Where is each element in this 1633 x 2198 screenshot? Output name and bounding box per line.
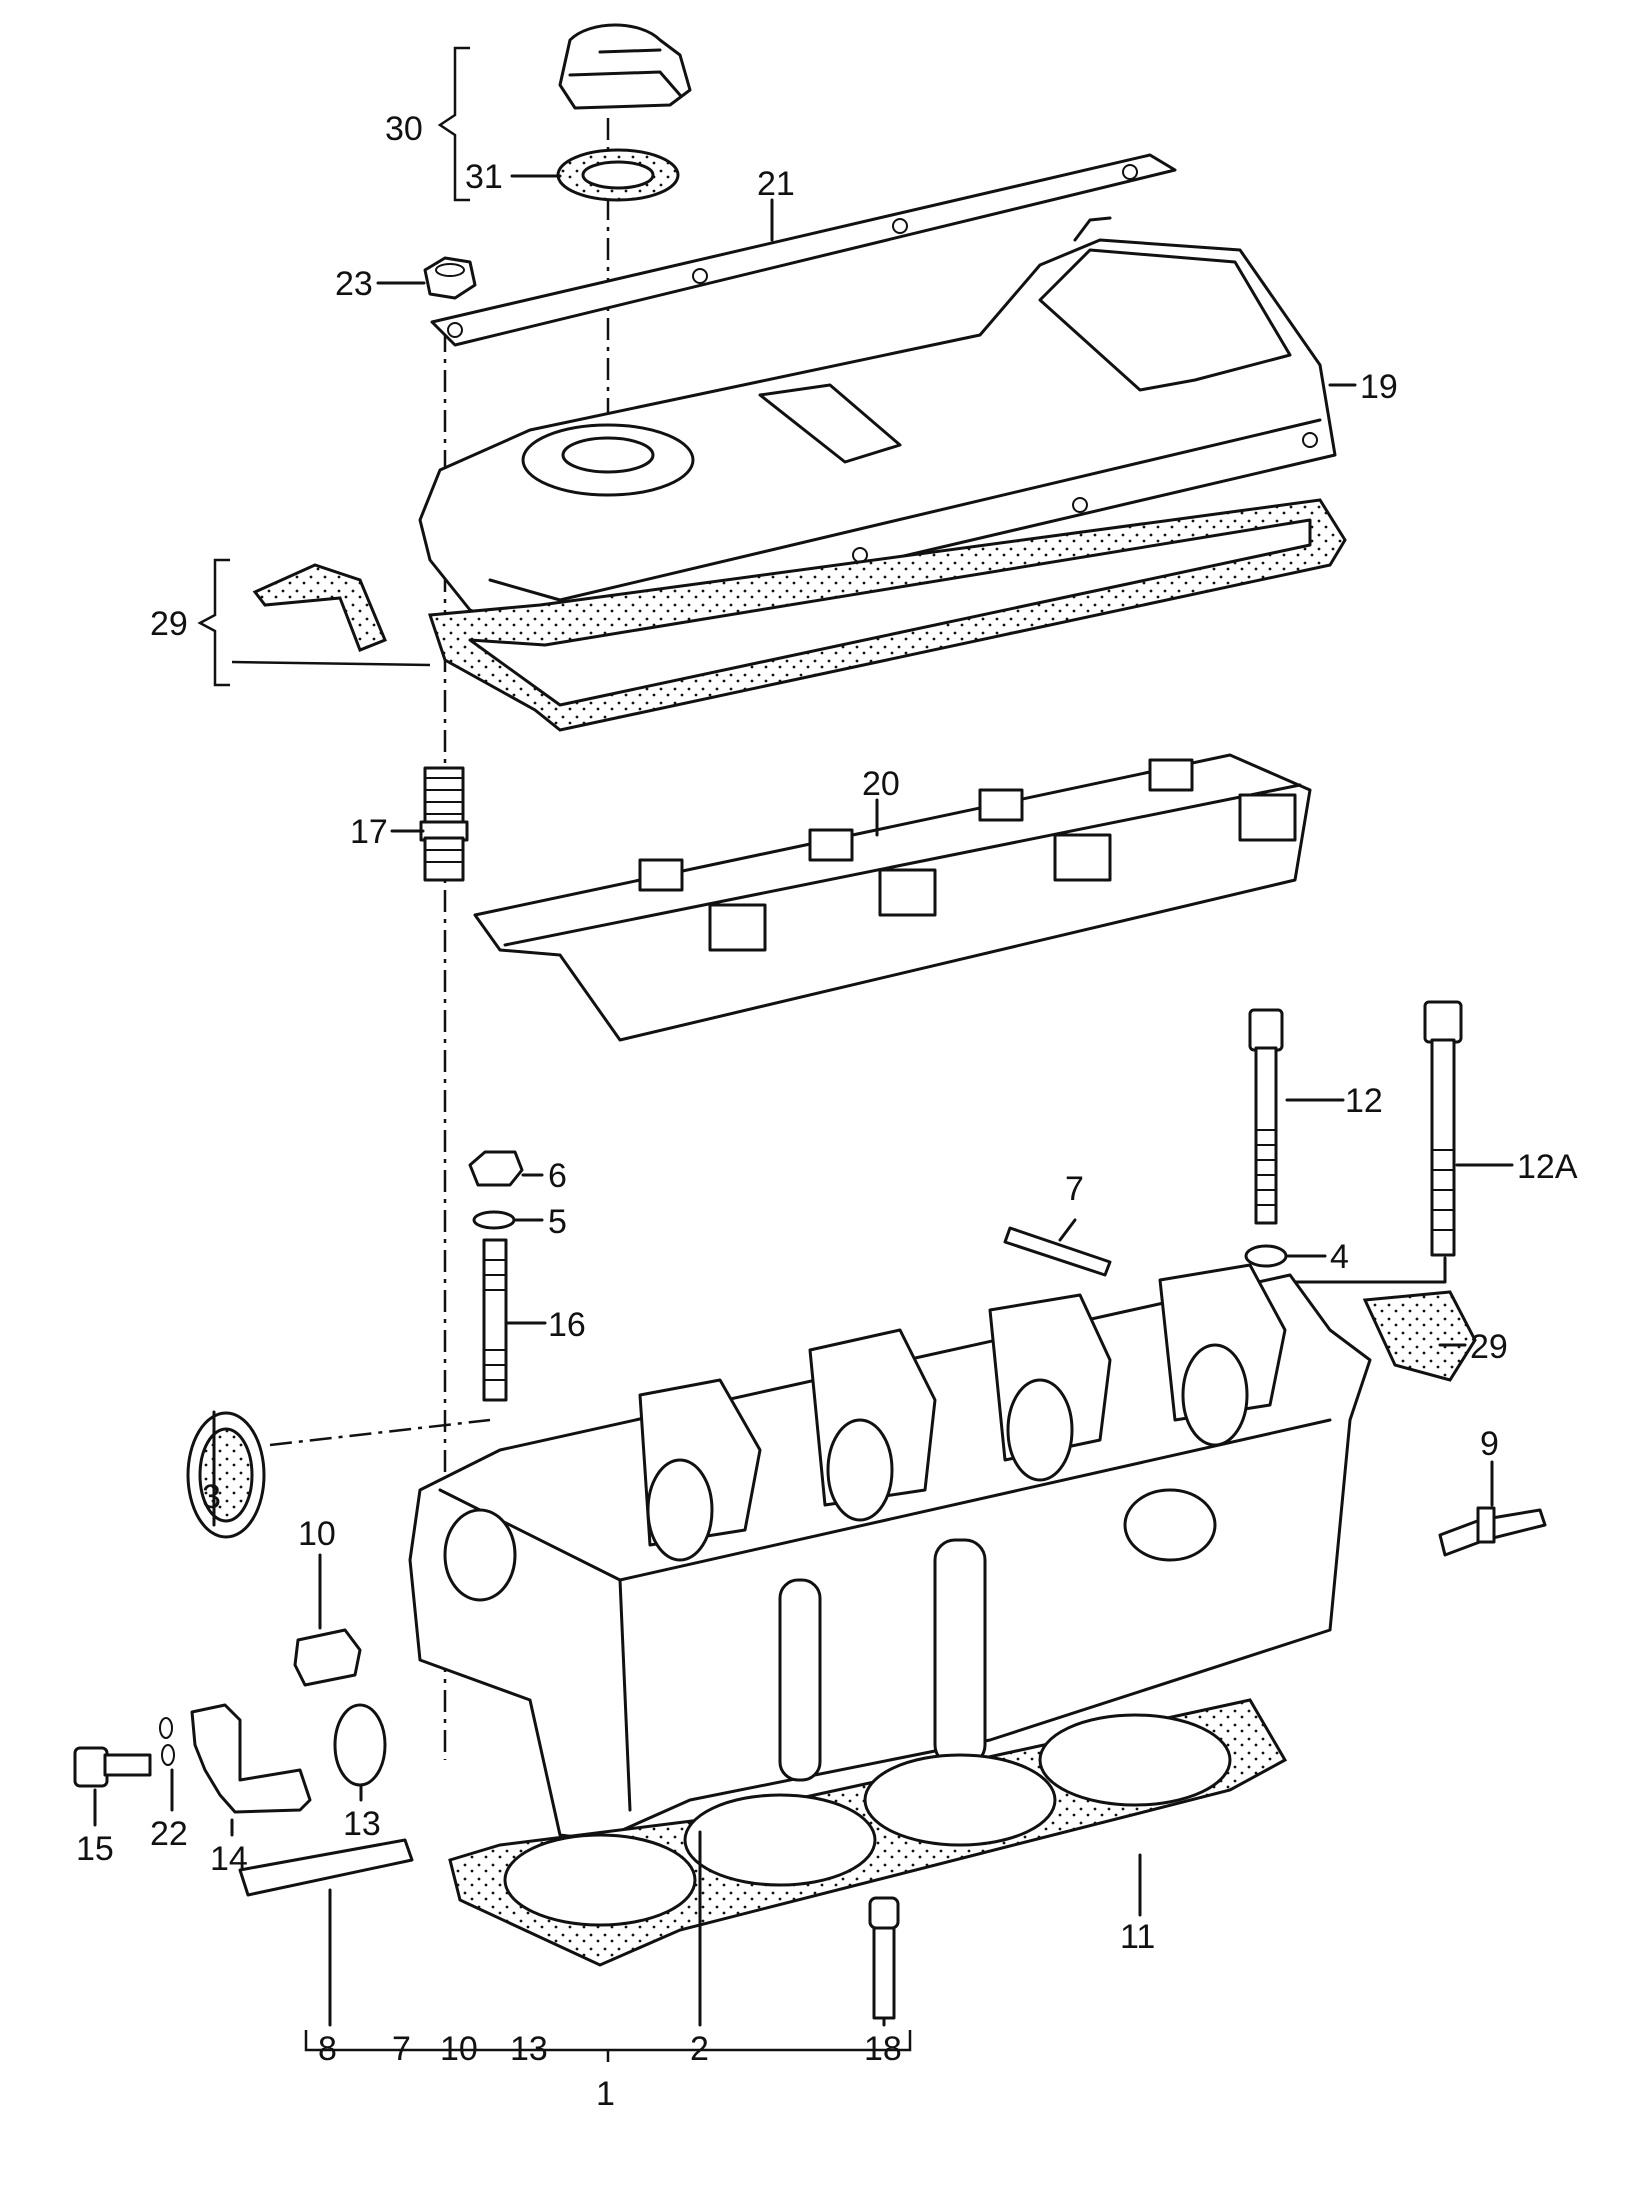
filler-seal-ring [556,148,680,202]
injector-tubes [778,1538,987,1782]
manifold-stud-bottom [238,1838,414,1897]
stud-washer [472,1210,516,1230]
half-moon-seal-right [1362,1290,1477,1382]
callout-18: 18 [864,2030,902,2068]
callout-19: 19 [1360,368,1398,406]
long-stud [482,1238,508,1402]
callout-2: 2 [690,2030,709,2068]
callout-10-top: 10 [298,1515,336,1553]
callout-20: 20 [862,765,900,803]
mounting-bracket [190,1703,312,1814]
spring-washer [159,1717,175,1766]
callout-4: 4 [1330,1238,1349,1276]
manifold-stud-top [1003,1226,1112,1277]
head-bolt [1248,1008,1284,1225]
camshaft-seal [186,1411,266,1539]
group-brackets [197,46,912,2062]
sealing-plug [293,1628,362,1687]
stud-nut [468,1150,524,1187]
cover-stud [419,766,469,882]
callout-9: 9 [1480,1425,1499,1463]
callout-30: 30 [385,110,423,148]
callout-17: 17 [350,813,388,851]
callout-31: 31 [465,158,503,196]
callout-3: 3 [202,1478,221,1516]
callout-7-bottom: 7 [392,2030,411,2068]
callout-5: 5 [548,1203,567,1241]
head-bolt-variant [1423,1000,1463,1257]
oil-filler-cap [558,23,692,110]
callout-10-bottom: 10 [440,2030,478,2068]
callout-15: 15 [76,1830,114,1868]
cover-nut [423,256,477,300]
callout-12a: 12A [1517,1148,1578,1186]
callout-13-top: 13 [343,1805,381,1843]
valve-cover-gasket [427,498,1347,732]
callout-13-bottom: 13 [510,2030,548,2068]
callout-29-top: 29 [150,605,188,643]
callout-21: 21 [757,165,795,203]
cover-gasket-strip [430,153,1177,347]
valve-ports [646,1343,1249,1562]
sealing-cap [333,1703,387,1787]
callout-1: 1 [596,2075,615,2113]
callout-7-top: 7 [1065,1170,1084,1208]
callout-12: 12 [1345,1082,1383,1120]
leader-lines [93,174,1514,2027]
head-gasket [448,1698,1288,1967]
baffle-tabs [638,758,1297,952]
callout-14: 14 [210,1840,248,1878]
callout-6: 6 [548,1157,567,1195]
valve-cover [418,216,1337,642]
callout-22: 22 [150,1815,188,1853]
temperature-sensor [1438,1506,1547,1557]
bracket-bolt [73,1746,152,1788]
valve-guide [868,1896,900,2020]
half-moon-seal-top [252,563,387,652]
callout-29-right: 29 [1470,1328,1508,1366]
callout-16: 16 [548,1306,586,1344]
oil-baffle-plate [473,753,1312,1042]
callout-8: 8 [318,2030,337,2068]
callout-labels: 30 31 21 23 19 29 20 17 12 12A 7 6 5 16 … [76,110,1578,2113]
bolt-washer [1244,1244,1288,1268]
callout-11: 11 [1120,1918,1155,1956]
cylinder-head [408,1263,1372,1842]
callout-23: 23 [335,265,373,303]
